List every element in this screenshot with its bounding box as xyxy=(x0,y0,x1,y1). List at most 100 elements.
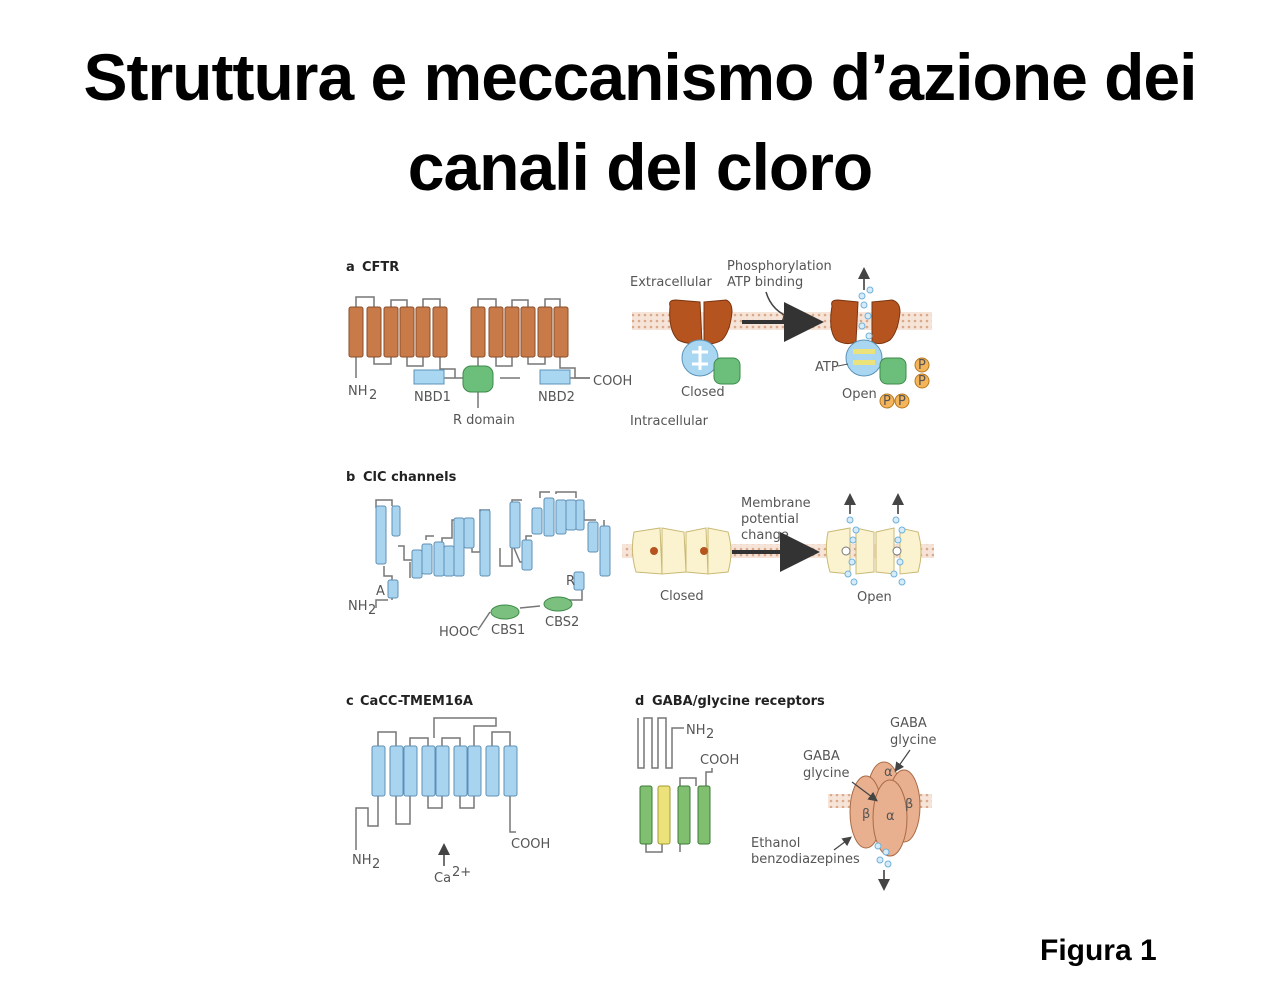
gaba-nh2-label: NH xyxy=(686,723,706,738)
phosphorylation-label: Phosphorylation xyxy=(727,259,832,274)
nbd2-label: NBD2 xyxy=(538,390,575,405)
clc-closed-label: Closed xyxy=(660,589,704,604)
gaba-right-label-1: GABA xyxy=(890,716,927,731)
cftr-closed-label: Closed xyxy=(681,385,725,400)
clc-helix-4 xyxy=(411,549,423,579)
panel-b-letter: b xyxy=(346,470,355,485)
clc-hooc-label: HOOC xyxy=(439,625,478,640)
cftr-helix-10 xyxy=(520,306,536,358)
beta-subunit-left: β xyxy=(862,807,870,822)
change-label: change xyxy=(741,528,789,543)
tmem-helix-7 xyxy=(467,745,482,797)
cftr-closed-state: Closed xyxy=(669,299,741,400)
tmem-helix-5 xyxy=(435,745,450,797)
cftr-helix-5 xyxy=(415,306,431,358)
clc-helix-1 xyxy=(375,505,387,565)
beta-subunit-right: β xyxy=(905,797,913,812)
panel-b: b ClC channels NH xyxy=(346,470,934,640)
cftr-helix-8 xyxy=(488,306,504,358)
page-title: Struttura e meccanismo d’azione dei cana… xyxy=(0,32,1280,212)
cbs1-label: CBS1 xyxy=(491,623,525,638)
cftr-open-label: Open xyxy=(842,387,877,402)
phospho-site-1 xyxy=(914,357,930,373)
cftr-nh2-label: NH xyxy=(348,384,368,399)
tmem-helix-4 xyxy=(421,745,436,797)
tmem-helix-2 xyxy=(389,745,404,797)
cftr-helix-11 xyxy=(537,306,553,358)
nbd2-domain xyxy=(539,369,571,385)
phospho-p-1: P xyxy=(918,358,926,373)
clc-nh2-label: NH xyxy=(348,599,368,614)
alpha-subunit-front: α xyxy=(886,809,895,824)
cftr-helix-12 xyxy=(553,306,569,358)
clc-open-state: Open xyxy=(825,493,922,605)
clc-r-label: R xyxy=(566,574,575,589)
cbs1-domain xyxy=(490,604,520,620)
tmem-helix-6 xyxy=(453,745,468,797)
cbs2-domain xyxy=(543,596,573,612)
phospho-site-4 xyxy=(894,393,910,409)
gaba-left-label-1: GABA xyxy=(803,749,840,764)
clc-helix-18 xyxy=(587,521,599,553)
clc-helix-8 xyxy=(453,517,465,577)
clc-helix-3 xyxy=(387,579,399,599)
cftr-helix-9 xyxy=(504,306,520,358)
clc-helix-6 xyxy=(433,541,445,577)
gaba-nh2-subscript: 2 xyxy=(706,727,714,742)
atp-binding-label: ATP binding xyxy=(727,275,803,290)
phospho-p-2: P xyxy=(918,374,926,389)
panel-a-letter: a xyxy=(346,260,355,275)
clc-helix-11 xyxy=(509,501,521,549)
nbd1-label: NBD1 xyxy=(414,390,451,405)
tmem-helix-9 xyxy=(503,745,518,797)
panel-a: a CFTR NH 2 NBD1 R domain NBD2 COOH xyxy=(346,259,932,429)
gaba-helix-4 xyxy=(697,785,711,845)
cftr-helix-4 xyxy=(399,306,415,358)
gaba-receptor: α β β α xyxy=(849,761,921,891)
tmem-nh2-subscript: 2 xyxy=(372,857,380,872)
cftr-helix-2 xyxy=(366,306,382,358)
clc-helix-14 xyxy=(543,497,555,537)
title-line-2: canali del cloro xyxy=(407,130,874,204)
tmem-cooh-label: COOH xyxy=(511,837,550,852)
cftr-helix-6 xyxy=(432,306,448,358)
figure-label: Figura 1 xyxy=(1040,934,1157,967)
tmem-helix-8 xyxy=(485,745,500,797)
gaba-loop xyxy=(637,717,713,853)
atp-label: ATP xyxy=(815,360,839,375)
benzodiazepines-label: benzodiazepines xyxy=(751,852,860,867)
gaba-right-label-2: glycine xyxy=(890,733,937,748)
clc-helix-13 xyxy=(531,507,543,535)
panel-c-letter: c xyxy=(346,694,354,709)
extracellular-label: Extracellular xyxy=(630,275,713,290)
phospho-p-3: P xyxy=(883,394,891,409)
gaba-helix-1 xyxy=(639,785,653,845)
title-line-1: Struttura e meccanismo d’azione dei xyxy=(83,40,1198,114)
cftr-helix-7 xyxy=(470,306,486,358)
clc-helix-9 xyxy=(463,517,475,549)
r-domain-label: R domain xyxy=(453,413,515,428)
panel-d: d GABA/glycine receptors NH 2 COOH α β β… xyxy=(635,694,937,891)
phospho-site-3 xyxy=(879,393,895,409)
calcium-superscript: 2+ xyxy=(452,865,471,880)
clc-helix-17 xyxy=(575,499,585,531)
clc-helix-2 xyxy=(391,505,401,537)
cftr-open-state: ATP P P P P Open xyxy=(815,267,930,409)
membrane-label: Membrane xyxy=(741,496,811,511)
r-domain xyxy=(462,365,494,393)
cbs2-label: CBS2 xyxy=(545,615,579,630)
ethanol-label: Ethanol xyxy=(751,836,800,851)
gaba-helix-2 xyxy=(657,785,671,845)
clc-helix-12 xyxy=(521,539,533,571)
alpha-subunit-top: α xyxy=(884,765,893,780)
phospho-p-4: P xyxy=(898,394,906,409)
tmem-nh2-label: NH xyxy=(352,853,372,868)
panel-c: c CaCC-TMEM16A NH 2 COOH Ca 2+ xyxy=(346,694,550,886)
phospho-site-2 xyxy=(914,373,930,389)
cftr-helix-1 xyxy=(348,306,364,358)
clc-nh2-subscript: 2 xyxy=(368,603,376,618)
panel-b-title: ClC channels xyxy=(363,470,457,485)
clc-helix-7 xyxy=(443,545,455,577)
clc-helix-5 xyxy=(421,543,433,575)
